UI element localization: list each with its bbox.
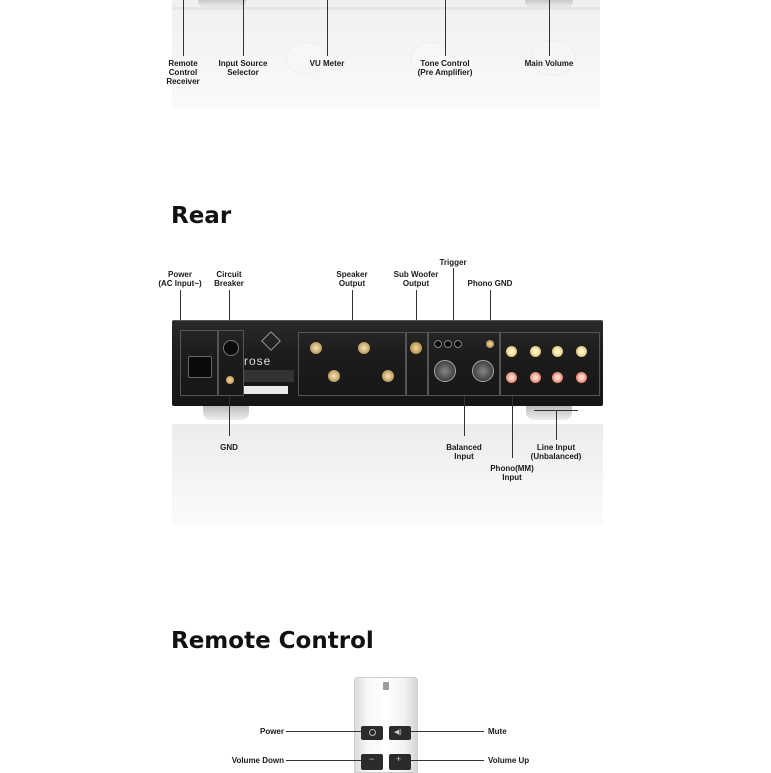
rca-line3-l [576,346,587,357]
logo-icon [261,331,281,351]
rca-line3-r [576,372,587,383]
trigger-jack-1 [434,340,442,348]
rca-phono-l [506,346,517,357]
remote-button-volume-up[interactable]: + [389,754,411,770]
rear-title: Rear [171,203,232,229]
label-sub-woofer: Sub Woofer Output [393,270,439,288]
balanced-panel [428,332,500,396]
breaker-panel [218,330,244,396]
label-input-selector: Input Source Selector [218,59,268,77]
label-phono-gnd: Phono GND [467,279,513,288]
trigger-jack-2 [444,340,452,348]
remote-ir-window [383,682,389,690]
remote-button-volume-down[interactable]: − [361,754,383,770]
volume-up-icon: + [396,754,402,764]
gnd-post [226,376,234,384]
speaker-panel [298,332,406,396]
brand-text: rose [244,354,272,368]
subwoofer-jack [410,342,422,354]
ghost-knob-2 [410,42,452,74]
rca-line1-r [530,372,541,383]
label-remote-receiver: Remote Control Receiver [166,59,200,86]
line-vu-meter [327,0,328,56]
remote-title: Remote Control [171,628,374,654]
rear-reflection [172,424,603,524]
label-speaker-output: Speaker Output [336,270,368,288]
xlr-right [472,360,494,382]
rca-phono-r [506,372,517,383]
front-device-bottom [172,7,600,10]
rca-line2-r [552,372,563,383]
remote-body: ◀) − + [354,677,418,773]
ghost-knob-3 [530,40,576,76]
volume-down-icon: − [369,754,375,764]
label-remote-volume-down: Volume Down [231,756,284,765]
line-main-volume [549,0,550,56]
line-remote-receiver [183,0,184,56]
line-remote-vol-down [286,760,362,761]
line-input-selector [243,0,244,56]
rca-panel [500,332,600,396]
line-phono-mm [512,396,513,458]
spec-plate [244,370,294,382]
speaker-terminal-4 [382,370,394,382]
ac-inlet [188,356,212,378]
speaker-terminal-2 [328,370,340,382]
xlr-left [434,360,456,382]
line-power [180,290,181,330]
label-remote-volume-up: Volume Up [488,756,530,765]
label-tone-control: Tone Control (Pre Amplifier) [417,59,473,77]
remote-button-mute[interactable]: ◀) [389,726,411,740]
trigger-jack-3 [454,340,462,348]
line-remote-power [286,731,362,732]
serial-sticker [244,386,288,394]
label-balanced-input: Balanced Input [446,443,482,461]
label-circuit-breaker: Circuit Breaker [214,270,244,288]
line-circuit-breaker [229,290,230,330]
label-main-volume: Main Volume [524,59,574,68]
label-vu-meter: VU Meter [309,59,345,68]
line-speaker-output [352,290,353,330]
rca-line1-l [530,346,541,357]
mute-icon: ◀) [394,729,402,736]
label-phono-mm: Phono(MM) Input [490,464,534,482]
rear-device: rose [172,320,603,406]
line-balanced [464,396,465,436]
rear-foot-right [526,406,572,420]
front-foot-left [198,0,246,7]
rca-line2-l [552,346,563,357]
remote-button-power[interactable] [361,726,383,740]
speaker-terminal-3 [358,342,370,354]
label-remote-power: Power [259,727,284,736]
ghost-knob-1 [285,42,327,74]
line-sub-woofer [416,290,417,330]
line-trigger [453,268,454,330]
line-gnd [229,396,230,436]
label-line-input: Line Input (Unbalanced) [530,443,582,461]
speaker-terminal-1 [310,342,322,354]
line-remote-mute [408,731,484,732]
line-remote-vol-up [408,760,484,761]
phono-gnd-post [486,340,494,348]
subwoofer-panel [406,332,428,396]
label-gnd: GND [220,443,238,452]
rear-foot-left [203,406,249,420]
label-trigger: Trigger [439,258,467,267]
label-power: Power (AC Input~) [158,270,202,288]
line-line-input [556,410,557,440]
breaker-button [223,340,239,356]
power-icon [369,729,376,736]
line-phono-gnd [490,290,491,330]
line-tone-control [445,0,446,56]
label-remote-mute: Mute [488,727,507,736]
ac-panel [180,330,218,396]
